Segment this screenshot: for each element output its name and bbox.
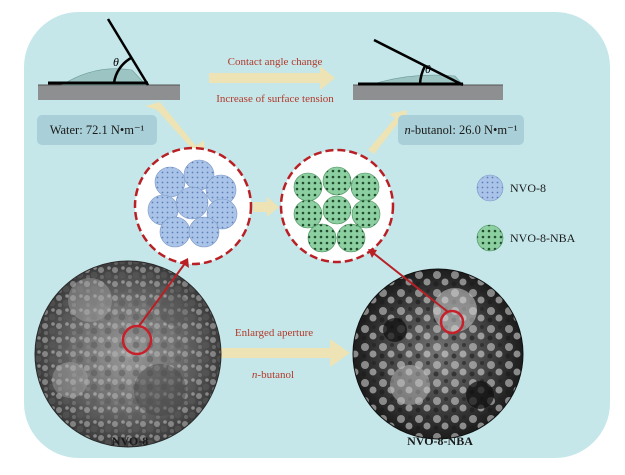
middle-arrow [253,197,279,217]
legend-nvo8-swatch [476,174,504,202]
left-zoom-circle [133,146,253,266]
legend-nvo8-nba-swatch [476,224,504,252]
water-prefix: Water: [49,122,86,137]
top-arrow-line2: Increase of surface tension [216,93,334,105]
legend-nvo8-label: NVO-8 [510,181,546,195]
left-substrate [38,85,180,100]
left-theta: θ [113,55,119,69]
left-connector-head [180,258,189,268]
right-connector [371,251,449,313]
left-droplet [60,68,147,86]
right-diagonal-arrow [368,110,407,154]
water-surface-tension-label: Water: 72.1 N•m⁻¹ [37,115,157,145]
right-contact-angle: θ [353,38,503,100]
caption-nvo8: NVO-8 [111,434,149,448]
bottom-arrow-n: n [251,369,258,381]
right-connector-head [368,249,377,258]
nvo8-nba-particles [293,166,381,253]
water-value: 72.1 N•m⁻¹ [85,123,145,137]
connector-lines [138,249,449,327]
top-arrow-line1: Contact angle change [227,56,323,68]
left-sem-highlight [121,324,153,356]
right-sem-image [352,268,524,440]
bottom-arrow-line1: Enlarged aperture [234,327,314,339]
nvo8-particles [147,159,238,248]
butanol-mid: -butanol: [410,122,460,137]
right-tangent-line [373,38,464,87]
left-angle-arc [112,56,132,84]
bottom-arrow-butanol: -butanol [257,369,295,381]
right-angle-arc [418,65,427,85]
left-contact-angle: θ [38,18,180,100]
left-tangent-line [106,18,150,86]
caption-nvo8-nba: NVO-8-NBA [407,434,473,448]
top-arrow [209,66,335,90]
butanol-surface-tension-label: n-butanol: 26.0 N•m⁻¹ [398,115,524,145]
bottom-arrow-line2: n-butanol [230,369,316,381]
bottom-arrow [205,339,350,367]
left-connector [138,261,187,327]
right-zoom-circle [279,148,395,264]
legend-nvo8-nba-label: NVO-8-NBA [510,231,576,245]
butanol-n: n [404,122,411,137]
left-diagonal-arrow [145,102,205,158]
right-theta: θ [425,62,431,76]
right-substrate [353,85,503,100]
left-sem-image [34,260,222,448]
right-sem-highlight [439,309,465,335]
legend [476,174,504,252]
butanol-value: 26.0 N•m⁻¹ [459,123,518,137]
